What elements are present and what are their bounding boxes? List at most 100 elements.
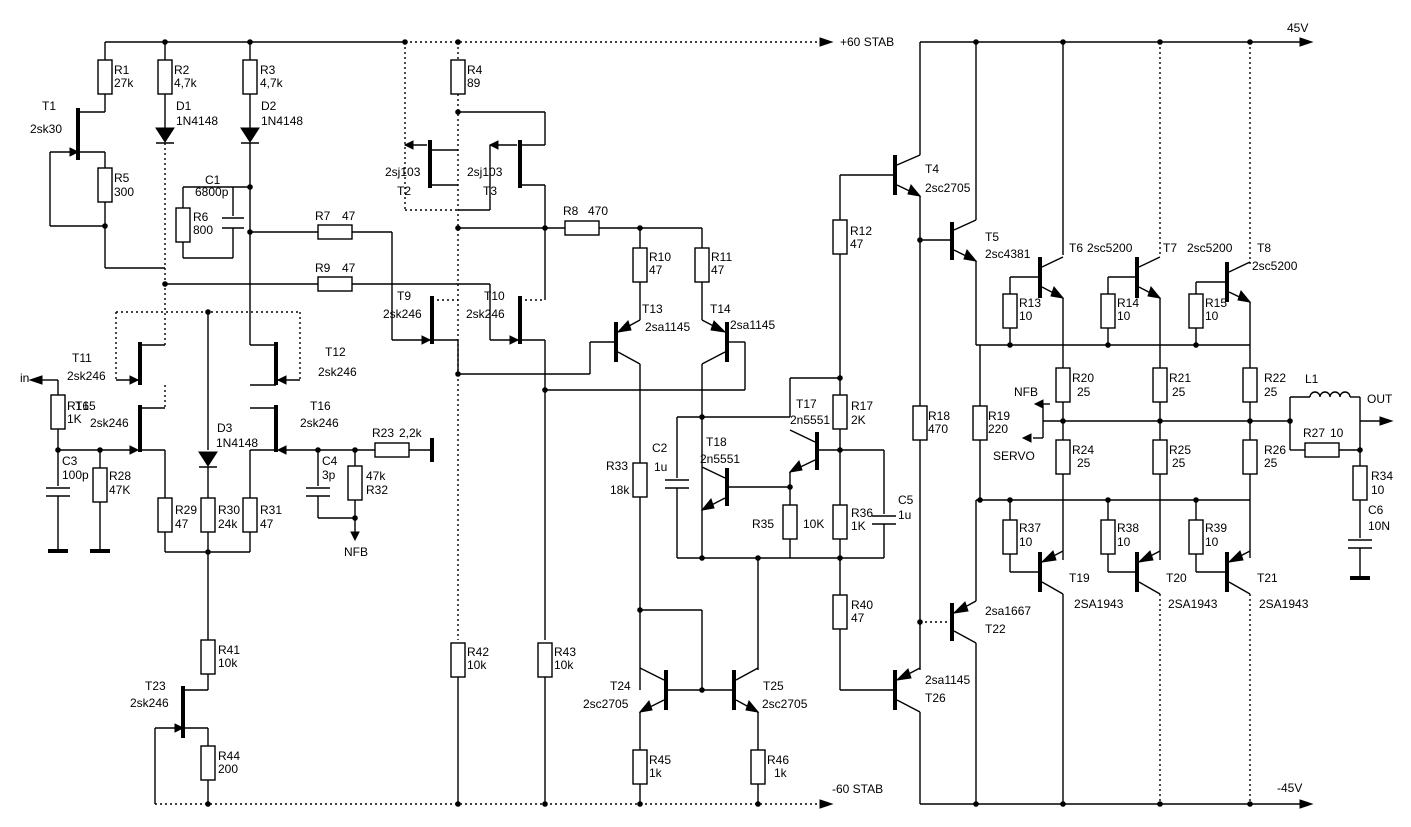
label-resistors-R18-0: R18: [928, 409, 950, 423]
label-transistors-T3-1: 2sj103: [467, 165, 503, 179]
label-diodes-D3-0: D3: [217, 421, 233, 435]
label-resistors-R40-1: 47: [851, 611, 865, 625]
label-transistors-T5-1: 2sc4381: [985, 247, 1031, 261]
label-transistors-T8-0: T8: [1257, 241, 1271, 255]
label-resistors-R17-0: R17: [851, 399, 873, 413]
label-resistors-R36-1: 1K: [851, 519, 866, 533]
label-capacitors-C4-1: 3p: [322, 468, 336, 482]
label-transistors-T9-1: 2sk246: [383, 307, 422, 321]
label-transistors-T11-1: 2sk246: [67, 369, 106, 383]
label-transistors-T24-1: 2sc2705: [583, 697, 629, 711]
label-resistors-R26-0: R26: [1264, 443, 1286, 457]
label-transistors-T15-1: 2sk246: [90, 416, 129, 430]
label-inductors-L1: L1: [1305, 372, 1319, 386]
label-capacitors-C5-1: 1u: [898, 508, 911, 522]
label-resistors-R33-1: 18k: [610, 483, 630, 497]
label-transistors-T24-0: T24: [610, 679, 631, 693]
label-transistors-T17-1: 2n5551: [790, 413, 830, 427]
label-resistors-R34-1: 10: [1371, 483, 1385, 497]
label-transistors-T16-0: T16: [310, 399, 331, 413]
label-resistors-R42-1: 10k: [467, 658, 487, 672]
label-resistors-R7-1: 47: [342, 209, 356, 223]
label-transistors-T20-0: T20: [1166, 571, 1187, 585]
label-transistors-T7-0: T7: [1163, 241, 1177, 255]
label-transistors-T19-1: 2SA1943: [1074, 597, 1124, 611]
negative-45v-rail: -45V: [920, 781, 1314, 809]
label-resistors-R5-0: R5: [114, 171, 130, 185]
label-resistors-R21-1: 25: [1172, 385, 1186, 399]
label-resistors-R35-0: R35: [752, 517, 774, 531]
label-resistors-R9-1: 47: [342, 261, 356, 275]
label-capacitors-C3-0: C3: [62, 454, 78, 468]
label-transistors-T9-0: T9: [397, 289, 411, 303]
rail-label-neg60: -60 STAB: [832, 782, 883, 796]
label-transistors-T13-1: 2sa1145: [645, 320, 690, 334]
label-diodes-D3-1: 1N4148: [216, 436, 258, 450]
label-resistors-R41-0: R41: [218, 643, 240, 657]
label-resistors-R39-1: 10: [1205, 535, 1219, 549]
label-transistors-T16-1: 2sk246: [300, 416, 339, 430]
label-resistors-R32-1: 47k: [366, 469, 386, 483]
label-resistors-R29-1: 47: [175, 517, 189, 531]
label-capacitors-C1-1: 6800p: [195, 185, 229, 199]
label-capacitors-C3-1: 100p: [62, 468, 89, 482]
label-resistors-R14-0: R14: [1117, 296, 1139, 310]
label-resistors-R37-1: 10: [1019, 535, 1033, 549]
label-transistors-T19-0: T19: [1069, 571, 1090, 585]
negative-60v-rail: -60 STAB: [155, 782, 883, 809]
label-resistors-R37-0: R37: [1019, 521, 1041, 535]
label-transistors-T21-0: T21: [1257, 571, 1278, 585]
label-transistors-T25-1: 2sc2705: [762, 697, 808, 711]
label-resistors-R26-1: 25: [1264, 456, 1278, 470]
label-diodes-D1-0: D1: [176, 99, 192, 113]
label-diodes-D1-1: 1N4148: [176, 114, 218, 128]
label-transistors-T2-1: 2sj103: [385, 165, 421, 179]
label-capacitors-C1-0: C1: [205, 173, 221, 187]
label-transistors-T1-1: 2sk30: [30, 122, 62, 136]
label-resistors-R13-0: R13: [1019, 296, 1041, 310]
label-resistors-R7-0: R7: [315, 209, 331, 223]
label-transistors-T12-0: T12: [325, 345, 346, 359]
label-resistors-R20-1: 25: [1077, 385, 1091, 399]
servo-label: SERVO: [993, 449, 1035, 463]
label-resistors-R15-0: R15: [1205, 296, 1227, 310]
label-transistors-T8-1: 2sc5200: [1252, 259, 1298, 273]
label-resistors-R16-0: R16: [67, 399, 89, 413]
label-resistors-R4-0: R4: [467, 63, 483, 77]
label-resistors-R28-0: R28: [109, 469, 131, 483]
label-resistors-R42-0: R42: [467, 645, 489, 659]
label-resistors-R41-1: 10k: [218, 656, 238, 670]
label-resistors-R46-1: 1k: [774, 766, 788, 780]
label-resistors-R22-0: R22: [1264, 371, 1286, 385]
label-transistors-T14-1: 2sa1145: [730, 318, 775, 332]
label-transistors-T5-0: T5: [985, 230, 999, 244]
label-resistors-R3-1: 4,7k: [260, 76, 284, 90]
positive-60v-rail: +60 STAB: [105, 35, 894, 49]
label-transistors-T2-0: T2: [397, 184, 411, 198]
label-capacitors-C4-0: C4: [322, 454, 338, 468]
label-resistors-R43-1: 10k: [554, 658, 574, 672]
label-capacitors-C6-1: 10N: [1368, 519, 1390, 533]
label-resistors-R19-0: R19: [988, 409, 1010, 423]
rail-label-pos60: +60 STAB: [840, 35, 894, 49]
label-transistors-T21-1: 2SA1943: [1259, 597, 1309, 611]
label-resistors-R24-0: R24: [1072, 443, 1094, 457]
label-capacitors-C6-0: C6: [1368, 503, 1384, 517]
label-resistors-R35-1: 10K: [803, 517, 824, 531]
label-transistors-T10-0: T10: [484, 289, 505, 303]
label-resistors-R44-0: R44: [218, 749, 240, 763]
label-resistors-R2-1: 4,7k: [174, 76, 198, 90]
label-resistors-R45-0: R45: [649, 753, 671, 767]
label-resistors-R20-0: R20: [1072, 371, 1094, 385]
rail-label-pos45: 45V: [1287, 21, 1308, 35]
label-resistors-R18-1: 470: [928, 422, 948, 436]
label-resistors-R25-0: R25: [1169, 443, 1191, 457]
label-transistors-T4-1: 2sc2705: [925, 181, 971, 195]
label-transistors-T4-0: T4: [925, 162, 939, 176]
label-resistors-R10-0: R10: [649, 250, 671, 264]
label-resistors-R1-1: 27k: [114, 76, 134, 90]
